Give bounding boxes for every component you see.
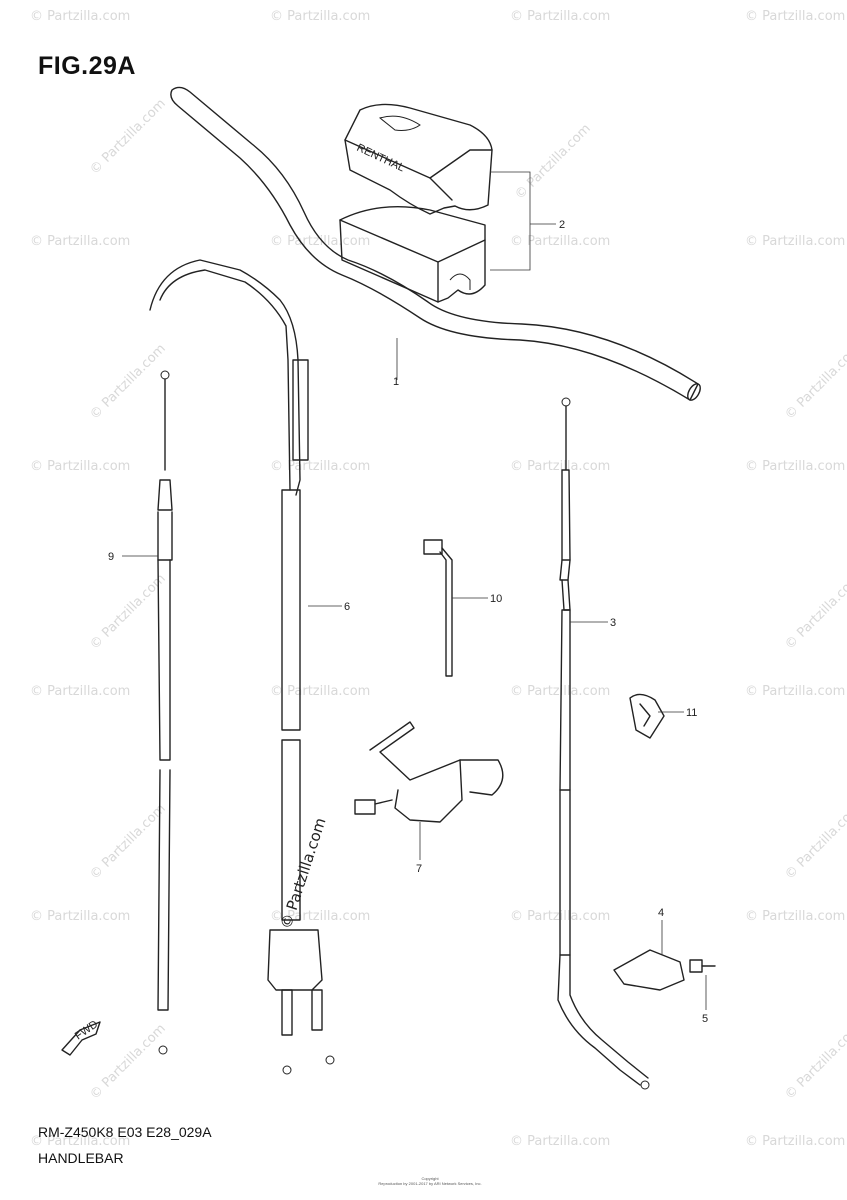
callout-label: 5 — [702, 1013, 708, 1025]
watermark-text: © Partzilla.com — [745, 9, 845, 24]
watermark-text: © Partzilla.com — [782, 1021, 847, 1103]
pad-brand-text: RENTHAL — [355, 142, 407, 175]
watermark-text: © Partzilla.com — [782, 341, 847, 423]
callout-5: 5 — [702, 975, 708, 1025]
watermark-text: © Partzilla.com — [745, 459, 845, 474]
watermark-text: © Partzilla.com — [510, 684, 610, 699]
throttle-cable-part-6 — [149, 259, 335, 1075]
handlebar-pad-part-2: RENTHAL — [339, 103, 493, 303]
callout-label: 10 — [490, 593, 502, 605]
callout-11: 11 — [658, 707, 697, 719]
watermark-text: © Partzilla.com — [782, 571, 847, 653]
callout-label: 11 — [686, 707, 697, 719]
callout-6: 6 — [308, 601, 350, 613]
callout-7: 7 — [416, 822, 422, 875]
copyright-line: Copyright — [421, 1176, 439, 1181]
clamp-part-11 — [629, 693, 665, 739]
watermark-text: © Partzilla.com — [30, 1134, 130, 1149]
watermark-text: © Partzilla.com — [745, 234, 845, 249]
callout-9: 9 — [108, 551, 158, 563]
model-code: RM-Z450K8 E03 E28_029A — [38, 1124, 212, 1140]
handlebar-part-1 — [170, 86, 701, 401]
watermark-text: © Partzilla.com — [30, 9, 130, 24]
watermark-text: © Partzilla.com — [87, 801, 169, 883]
clutch-cable-part-3 — [557, 397, 650, 1090]
callout-2: 2 — [490, 171, 565, 271]
callout-label: 4 — [658, 907, 664, 919]
watermark-text: © Partzilla.com — [745, 1134, 845, 1149]
watermark-text: © Partzilla.com — [30, 684, 130, 699]
holder-part-4-and-bolt-part-5 — [613, 949, 716, 991]
callout-10: 10 — [452, 593, 502, 605]
callout-label: 3 — [610, 617, 616, 629]
copyright-notice: Copyright Reproduction by 2001-2017 by A… — [370, 1176, 490, 1186]
watermark-text: © Partzilla.com — [270, 234, 370, 249]
watermark-text: © Partzilla.com — [30, 909, 130, 924]
watermark-text: © Partzilla.com — [510, 9, 610, 24]
copyright-line: Reproduction by 2001-2017 by ARI Network… — [378, 1181, 482, 1186]
bracket-part-7 — [354, 721, 504, 823]
watermark-text: © Partzilla.com — [510, 1134, 610, 1149]
callout-label: 1 — [393, 376, 399, 388]
watermark-text: © Partzilla.com — [745, 909, 845, 924]
watermark-text: © Partzilla.com — [512, 121, 594, 203]
cable-tie-part-10 — [423, 539, 453, 677]
callout-3: 3 — [570, 617, 616, 629]
callout-1: 1 — [393, 338, 399, 388]
watermark-text: © Partzilla.com — [87, 571, 169, 653]
figure-title: FIG.29A — [38, 52, 136, 80]
watermark-layer: © Partzilla.com © Partzilla.com © Partzi… — [30, 9, 847, 1149]
watermark-text: © Partzilla.com — [510, 459, 610, 474]
watermark-text: © Partzilla.com — [30, 234, 130, 249]
watermark-text: © Partzilla.com — [87, 341, 169, 423]
hot-start-cable-part-9 — [157, 370, 173, 1055]
watermark-text: © Partzilla.com — [30, 459, 130, 474]
fwd-label: FWD — [73, 1018, 100, 1042]
section-name: HANDLEBAR — [38, 1150, 124, 1166]
callout-label: 2 — [559, 219, 565, 231]
watermark-text: © Partzilla.com — [87, 1021, 169, 1103]
callout-4: 4 — [658, 907, 664, 955]
watermark-text: © Partzilla.com — [270, 684, 370, 699]
watermark-text: © Partzilla.com — [510, 234, 610, 249]
watermark-text: © Partzilla.com — [270, 9, 370, 24]
callout-label: 9 — [108, 551, 114, 563]
forward-direction-arrow: FWD — [61, 1018, 101, 1056]
watermark-text: © Partzilla.com — [782, 801, 847, 883]
watermark-text: © Partzilla.com — [745, 684, 845, 699]
callout-label: 6 — [344, 601, 350, 613]
watermark-text: © Partzilla.com — [270, 459, 370, 474]
watermark-text: © Partzilla.com — [87, 96, 169, 178]
callout-label: 7 — [416, 863, 422, 875]
